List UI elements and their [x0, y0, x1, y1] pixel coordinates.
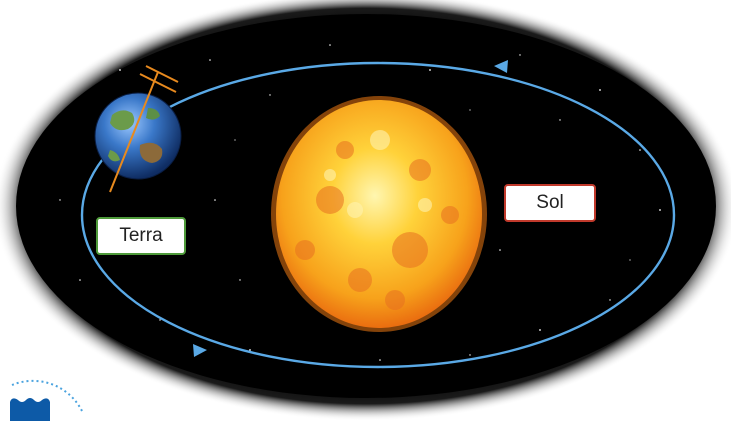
earth-label: Terra — [96, 217, 186, 255]
orbit-direction-arrow-icon — [193, 344, 207, 357]
sun — [271, 96, 487, 332]
stars — [59, 44, 661, 361]
earth-orbit — [80, 61, 676, 369]
publisher-logo-icon — [10, 379, 83, 421]
earth-globe-icon — [94, 92, 182, 180]
sun-label: Sol — [504, 184, 596, 222]
orbit-direction-arrow-icon — [494, 60, 508, 73]
earth-axis-icon — [109, 65, 179, 193]
